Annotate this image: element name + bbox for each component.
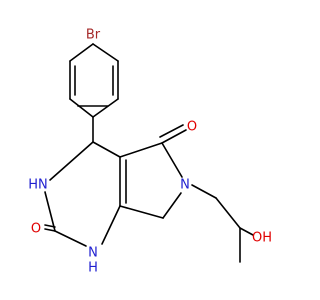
bond-6	[92, 98, 119, 118]
bond-26	[191, 184, 217, 199]
ring-nitrogen-atom: N	[180, 178, 190, 193]
bond-25	[159, 124, 184, 138]
bond-17	[44, 228, 56, 232]
bromine-atom: Br	[86, 28, 101, 43]
upper-nh-atom: HN	[28, 178, 48, 193]
bond-16	[101, 205, 121, 245]
bond-12	[49, 141, 94, 181]
bond-22	[119, 205, 164, 219]
bond-20	[119, 142, 163, 158]
bond-28	[239, 227, 254, 236]
hydroxyl-atom: OH	[252, 231, 272, 246]
bond-23	[162, 192, 182, 219]
bond-5	[69, 98, 94, 118]
bond-14	[44, 191, 56, 232]
bond-18	[44, 224, 56, 228]
bond-1	[69, 43, 94, 62]
bond-layer	[44, 43, 254, 263]
bond-21	[161, 142, 183, 178]
oxygen-urea-atom: O	[31, 222, 41, 237]
bond-11	[92, 141, 121, 158]
lower-nh-h-atom: H	[88, 261, 98, 276]
structure-canvas: Br HN O N H N O OH	[28, 28, 272, 276]
bond-2	[92, 43, 119, 62]
bond-27	[215, 197, 241, 229]
molecule-structure: Br HN O N H N O OH	[28, 28, 272, 276]
bond-15	[54, 230, 87, 247]
oxygen-lactam-atom: O	[187, 120, 197, 135]
bond-24	[161, 129, 187, 144]
atom-label-layer: Br HN O N H N O OH	[28, 28, 272, 276]
lower-nh-n-atom: N	[88, 246, 98, 261]
